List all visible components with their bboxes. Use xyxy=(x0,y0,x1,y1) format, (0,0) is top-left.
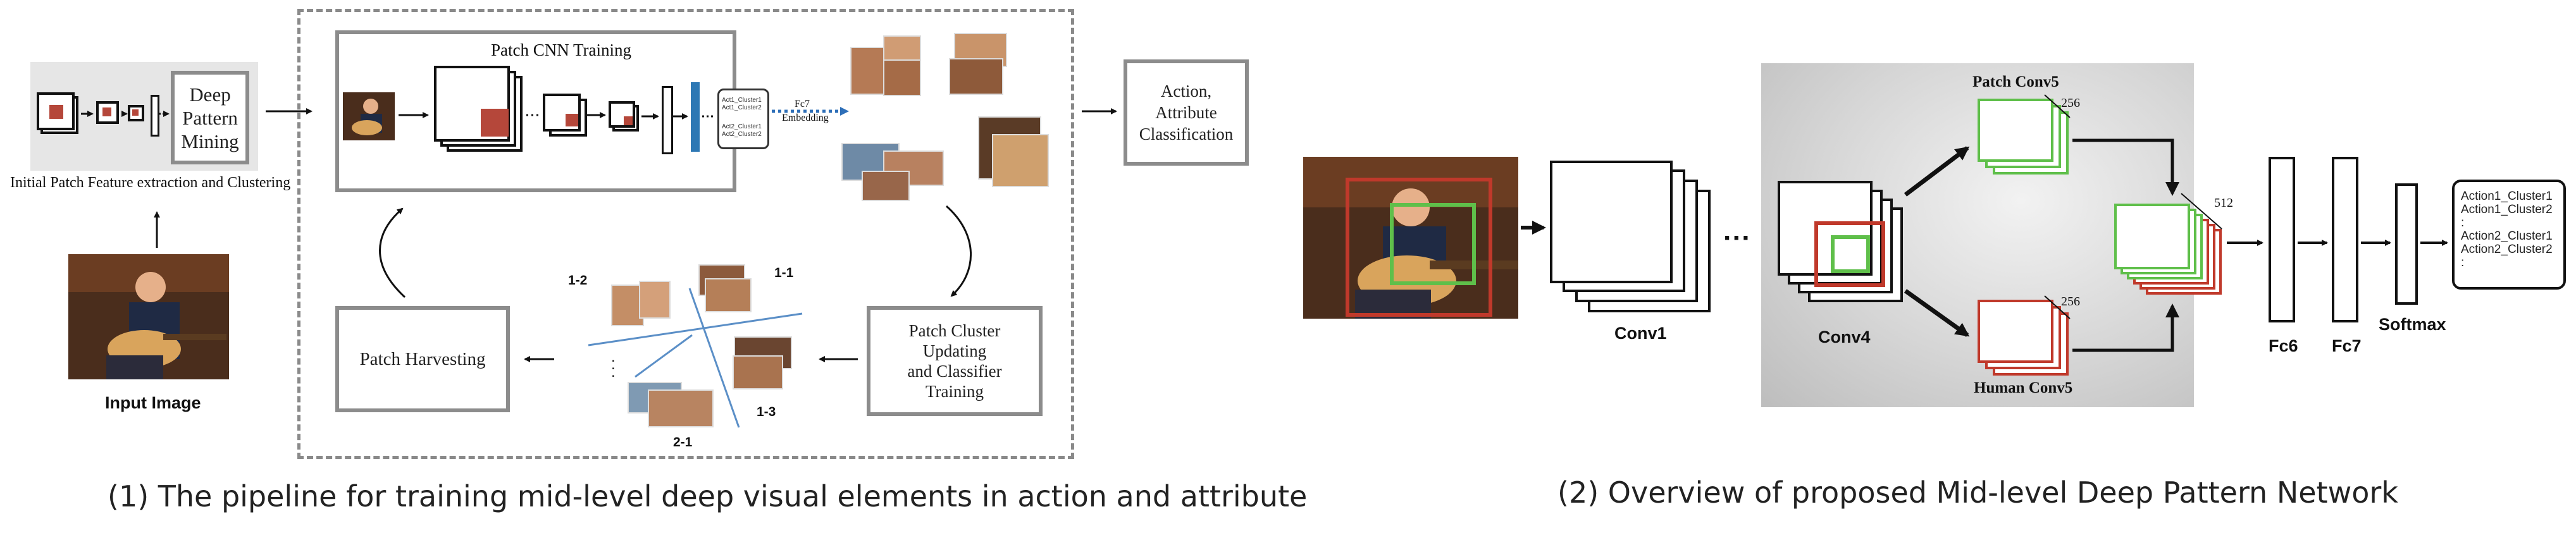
fc6-label: Fc6 xyxy=(2269,336,2298,355)
conv4-map-1 xyxy=(1778,181,1873,276)
mini-patch xyxy=(49,105,63,119)
classification-line-2: Attribute xyxy=(1155,103,1217,122)
patch-harvesting-box: Patch Harvesting xyxy=(335,306,510,412)
output-line-4: Action2_Cluster1 xyxy=(2461,230,2553,243)
updating-line-2: Updating xyxy=(922,341,987,360)
cnn-patch-3 xyxy=(624,116,633,125)
updating-line-4: Training xyxy=(925,382,984,401)
classification-line-3: Classification xyxy=(1139,125,1234,144)
fc7-layer-label: Fc7 xyxy=(2332,336,2362,355)
input-image-label: Input Image xyxy=(105,393,201,412)
cnn-patch-highlight xyxy=(481,109,509,137)
output-line-3: : xyxy=(2461,216,2465,230)
fc7-layer xyxy=(2332,157,2358,322)
deep-pattern-mining-box: Deep Pattern Mining xyxy=(171,71,249,164)
output-line-2: Action1_Cluster2 xyxy=(2461,203,2553,216)
mini-patch-3 xyxy=(132,109,139,116)
quad-tile-8 xyxy=(648,389,714,427)
patch-cluster-updating-box: Patch Cluster Updating and Classifier Tr… xyxy=(867,306,1043,416)
updating-line-1: Patch Cluster xyxy=(908,321,1001,340)
cnn-photo-illustration xyxy=(343,92,395,140)
quadrant-ellipsis: . xyxy=(611,348,616,365)
deep-label: Deep xyxy=(189,83,231,106)
embedding-label: Embedding xyxy=(782,113,829,123)
input-image-illustration xyxy=(68,254,229,379)
layer-ellipsis: ··· xyxy=(1723,223,1751,254)
pipeline-dashed-frame xyxy=(297,9,1074,459)
quadrant-label-2-1: 2-1 xyxy=(673,435,693,450)
conv4-label: Conv4 xyxy=(1818,328,1871,346)
cnn-patch-2 xyxy=(566,114,578,126)
quad-tile-2 xyxy=(639,281,671,319)
human-conv5-label: Human Conv5 xyxy=(1974,379,2073,396)
patch-conv5-dim: 256 xyxy=(2061,96,2080,110)
quad-tile-6 xyxy=(733,355,783,389)
output-cluster-box: Action1_Cluster1 Action1_Cluster2 : Acti… xyxy=(2452,180,2566,290)
cluster-line-1: Act1_Cluster1 xyxy=(722,97,762,104)
human-conv5-dim: 256 xyxy=(2061,295,2080,309)
quad-tile-1 xyxy=(611,285,644,326)
mini-feature-map-3 xyxy=(128,105,144,121)
cnn-input-patch-photo xyxy=(343,92,395,140)
cnn-fc7-blue-bar xyxy=(691,82,700,152)
output-line-1: Action1_Cluster1 xyxy=(2461,190,2553,203)
cluster-line-4: Act2_Cluster2 xyxy=(722,131,762,138)
cluster-line-2: Act1_Cluster2 xyxy=(722,104,762,111)
output-line-5: Action2_Cluster2 xyxy=(2461,243,2553,256)
quadrant-label-1-1: 1-1 xyxy=(774,266,794,280)
conv1-label: Conv1 xyxy=(1614,324,1667,343)
patch-harvesting-label: Patch Harvesting xyxy=(359,348,486,369)
patch-conv5-map-1 xyxy=(1978,99,2053,162)
conv4-patch-region xyxy=(1831,235,1870,273)
initial-extraction-label: Initial Patch Feature extraction and Clu… xyxy=(10,175,291,191)
patch-cnn-training-title: Patch CNN Training xyxy=(491,40,632,59)
patch-tile-3 xyxy=(883,59,921,96)
classification-line-1: Action, xyxy=(1160,82,1212,101)
left-caption: (1) The pipeline for training mid-level … xyxy=(108,479,1308,513)
patch-tile-1 xyxy=(850,47,888,95)
patch-tile-5 xyxy=(949,58,1003,95)
input-image xyxy=(68,254,229,379)
classification-box: Action, Attribute Classification xyxy=(1124,59,1249,166)
concat-dim: 512 xyxy=(2214,196,2233,210)
human-conv5-map-1 xyxy=(1978,300,2053,363)
mini-fc-bar xyxy=(151,95,159,137)
quadrant-label-1-2: 1-2 xyxy=(568,273,588,288)
fc7-label: Fc7 xyxy=(795,99,810,109)
output-line-6: : xyxy=(2461,256,2465,269)
network-input-image xyxy=(1303,157,1518,319)
fc6-layer xyxy=(2269,157,2295,322)
quadrant-label-1-3: 1-3 xyxy=(757,405,776,419)
conv4-human-region xyxy=(1814,221,1885,287)
svg-text:.: . xyxy=(611,356,616,373)
cnn-fc-bar xyxy=(662,86,673,154)
patch-tile-10 xyxy=(992,134,1049,187)
patch-conv5-label: Patch Conv5 xyxy=(1972,73,2059,90)
softmax-label: Softmax xyxy=(2379,315,2446,334)
svg-text:.: . xyxy=(611,364,616,381)
cluster-line-3: Act2_Cluster1 xyxy=(722,123,762,130)
patch-tile-8 xyxy=(862,171,910,201)
concat-map-1 xyxy=(2114,204,2190,269)
quad-tile-4 xyxy=(705,278,752,312)
right-caption: (2) Overview of proposed Mid-level Deep … xyxy=(1557,475,2398,510)
softmax-layer xyxy=(2395,183,2418,305)
mining-label: Mining xyxy=(181,130,239,152)
updating-line-3: and Classifier xyxy=(907,362,1002,381)
network-input-illustration xyxy=(1303,157,1518,319)
cnn-cluster-box: Act1_Cluster1 Act1_Cluster2 Act2_Cluster… xyxy=(717,89,769,149)
pattern-label: Pattern xyxy=(182,106,238,129)
conv1-map-1 xyxy=(1550,161,1673,283)
mini-patch-2 xyxy=(102,107,111,116)
